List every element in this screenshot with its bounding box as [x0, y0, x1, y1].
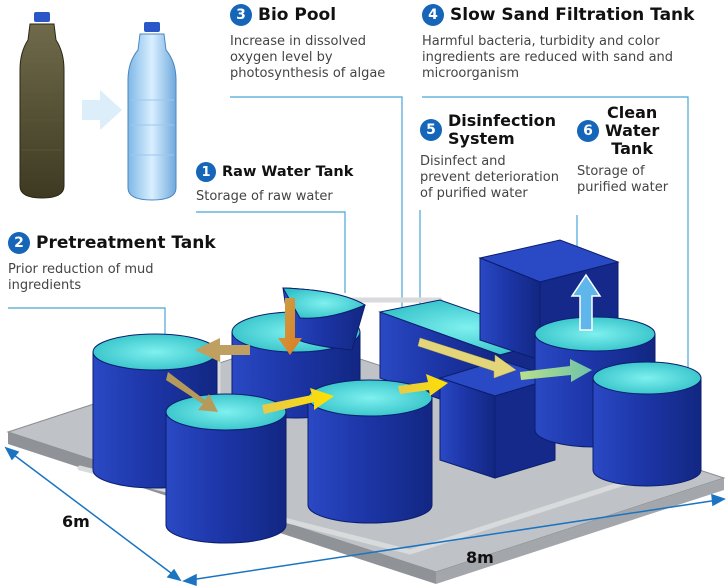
- callout-bio-pool: 3 Bio Pool Increase in dissolved oxygen …: [230, 4, 420, 82]
- step-number-badge: 5: [420, 119, 442, 141]
- callout-pretreatment-tank: 2 Pretreatment Tank Prior reduction of m…: [8, 232, 228, 294]
- flow-arrow-icon: [520, 359, 592, 382]
- step-number-badge: 1: [196, 162, 216, 182]
- clear-bottle-icon: [127, 22, 177, 201]
- callout-title: Clean Water Tank: [605, 103, 660, 158]
- muddy-bottle-icon: [19, 12, 65, 199]
- flow-arrow-icon: [166, 372, 218, 412]
- clean-water-arrow-icon: [570, 273, 602, 331]
- callout-slow-sand-filtration: 4 Slow Sand Filtration Tank Harmful bact…: [422, 4, 722, 82]
- flow-arrow-icon: [195, 338, 250, 362]
- flow-arrow-icon: [398, 374, 448, 396]
- callout-title: Raw Water Tank: [222, 164, 354, 180]
- tank-clean-water: [592, 361, 702, 487]
- leader-lines: [8, 96, 689, 375]
- step-number-badge: 6: [577, 120, 599, 142]
- callout-raw-water-tank: 1 Raw Water Tank Storage of raw water: [196, 162, 396, 205]
- dimension-depth-label: 6m: [62, 512, 90, 531]
- disinfection-tank: [438, 359, 557, 479]
- step-number-badge: 4: [422, 4, 444, 26]
- flow-arrow-icon: [262, 388, 334, 414]
- callout-clean-water-tank: 6 Clean Water Tank Storage of purified w…: [577, 104, 717, 196]
- arrow-right-icon: [82, 90, 122, 130]
- tank-pretreatment-2: [165, 393, 287, 544]
- callout-description: Increase in dissolved oxygen level by ph…: [230, 34, 386, 81]
- step-number-badge: 3: [230, 4, 252, 26]
- callout-title: Bio Pool: [258, 5, 337, 25]
- flow-arrow-icon: [417, 337, 517, 379]
- callout-description: Prior reduction of mud ingredients: [8, 262, 154, 293]
- callout-disinfection-system: 5 Disinfection System Disinfect and prev…: [420, 112, 570, 202]
- callout-title: Disinfection System: [448, 111, 556, 148]
- callout-description: Storage of purified water: [577, 164, 669, 195]
- callout-description: Harmful bacteria, turbidity and color in…: [422, 34, 674, 81]
- step-number-badge: 2: [8, 232, 30, 254]
- flow-arrow-icon: [278, 298, 302, 355]
- callout-description: Disinfect and prevent deterioration of p…: [420, 154, 559, 201]
- callout-title: Pretreatment Tank: [36, 233, 216, 253]
- dimension-lines: [4, 446, 726, 587]
- dimension-width-label: 8m: [466, 548, 494, 567]
- flow-arrows: [166, 273, 602, 414]
- callout-title: Slow Sand Filtration Tank: [450, 5, 695, 25]
- callout-description: Storage of raw water: [196, 189, 333, 204]
- tank-bio-pool: [307, 379, 433, 524]
